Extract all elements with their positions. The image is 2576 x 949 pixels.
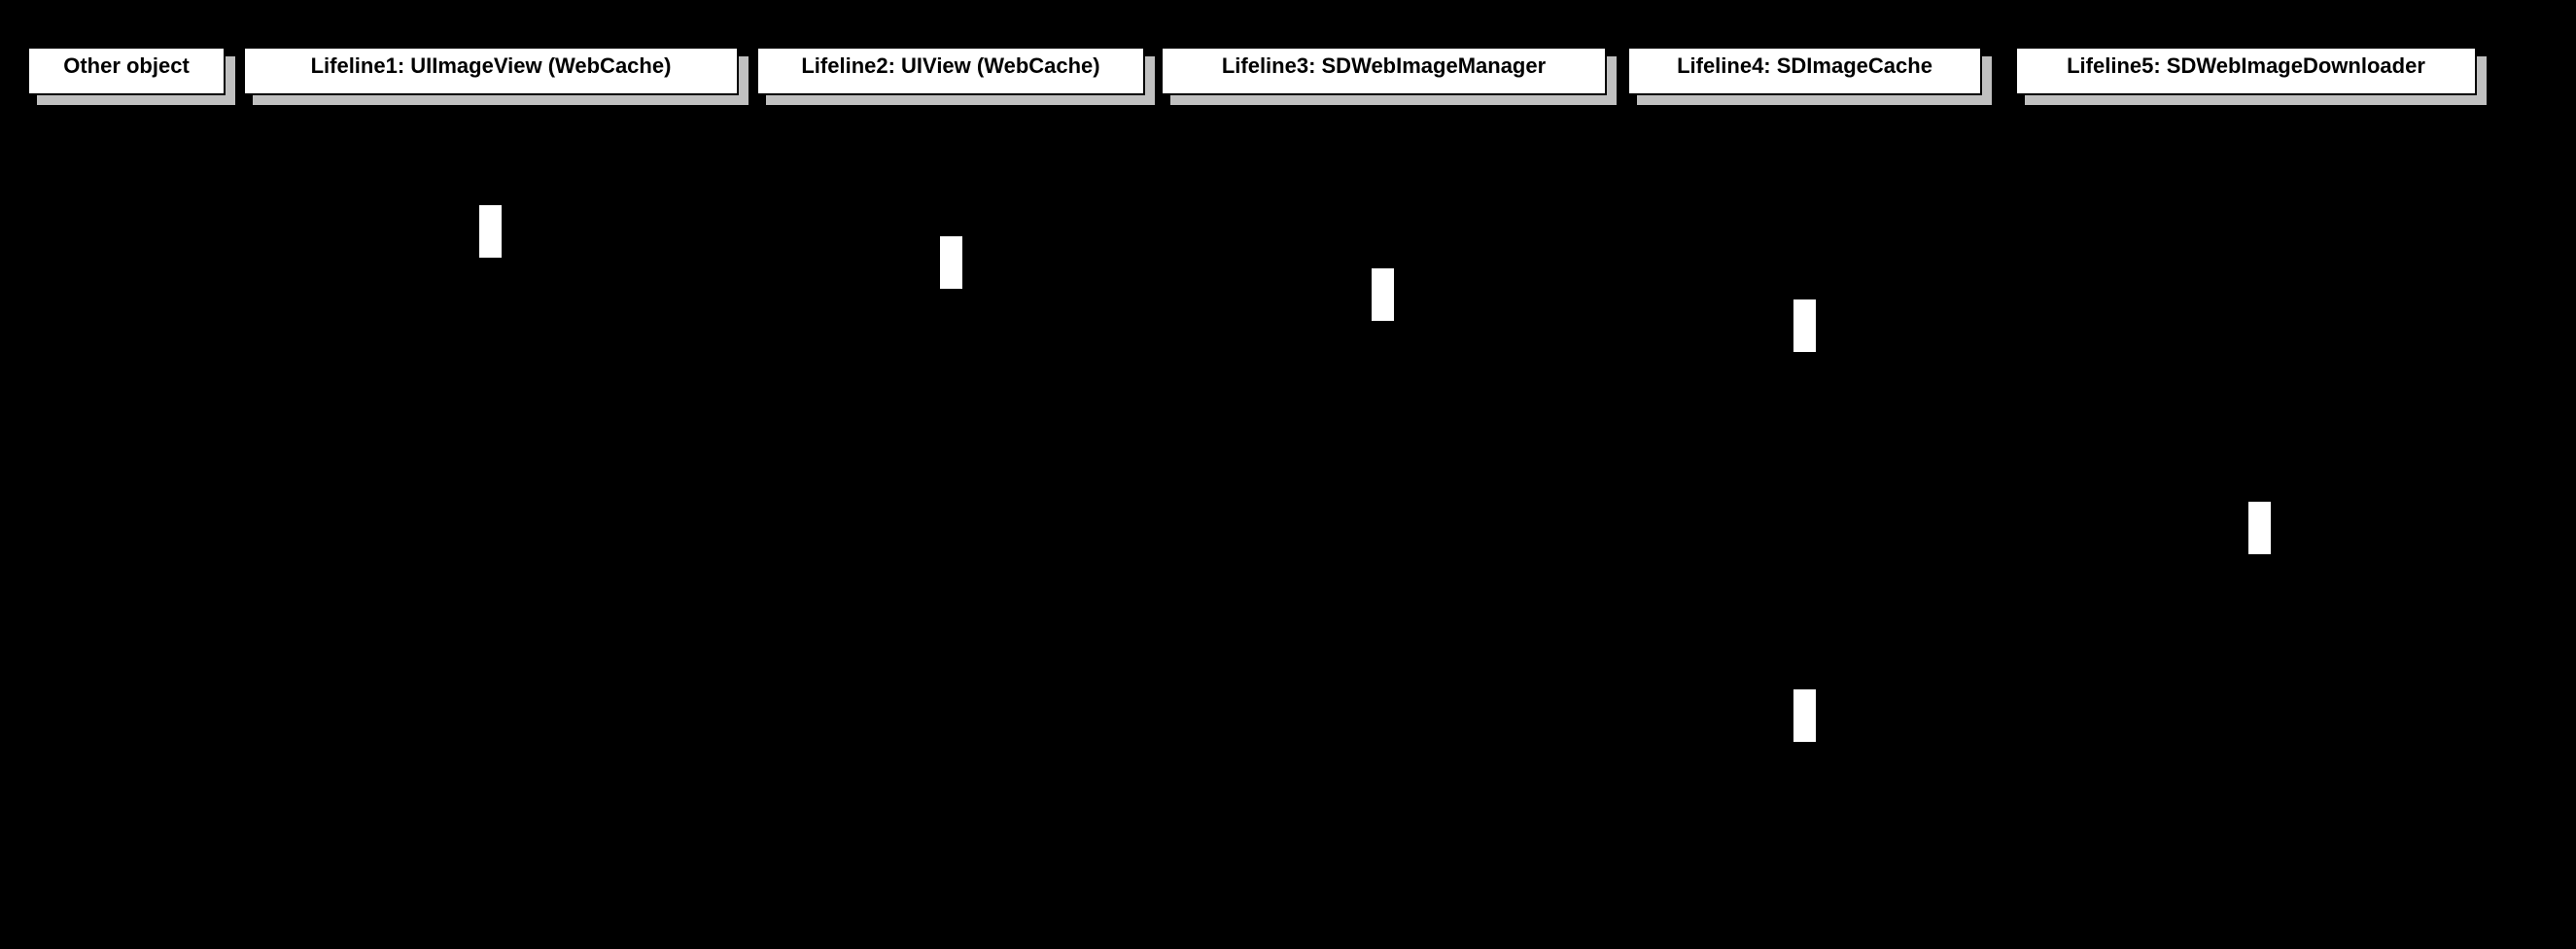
lifeline-head-face: Other object xyxy=(27,47,226,95)
activation-bar-lifeline1[interactable] xyxy=(478,204,503,259)
lifeline-label-other-object: Other object xyxy=(63,53,190,78)
activation-bar-lifeline3[interactable] xyxy=(1371,267,1395,322)
lifeline-head-lifeline1[interactable]: Lifeline1: UIImageView (WebCache) xyxy=(243,47,748,105)
lifeline-stem-lifeline1 xyxy=(490,95,492,949)
lifeline-label-lifeline5: Lifeline5: SDWebImageDownloader xyxy=(2067,53,2425,78)
lifeline-head-face: Lifeline4: SDImageCache xyxy=(1627,47,1982,95)
lifeline-head-face: Lifeline2: UIView (WebCache) xyxy=(756,47,1145,95)
lifeline-stem-lifeline3 xyxy=(1382,95,1384,949)
lifeline-head-face: Lifeline3: SDWebImageManager xyxy=(1161,47,1607,95)
activation-bar-lifeline4-b[interactable] xyxy=(1793,688,1817,743)
lifeline-head-other-object[interactable]: Other object xyxy=(27,47,235,105)
lifeline-label-lifeline1: Lifeline1: UIImageView (WebCache) xyxy=(310,53,672,78)
lifeline-head-lifeline3[interactable]: Lifeline3: SDWebImageManager xyxy=(1161,47,1617,105)
lifeline-head-face: Lifeline5: SDWebImageDownloader xyxy=(2015,47,2477,95)
lifeline-stem-lifeline2 xyxy=(951,95,953,949)
lifeline-head-face: Lifeline1: UIImageView (WebCache) xyxy=(243,47,739,95)
lifeline-label-lifeline4: Lifeline4: SDImageCache xyxy=(1677,53,1932,78)
lifeline-head-lifeline5[interactable]: Lifeline5: SDWebImageDownloader xyxy=(2015,47,2487,105)
lifeline-stem-lifeline4 xyxy=(1804,95,1806,949)
activation-bar-lifeline4-a[interactable] xyxy=(1793,299,1817,353)
lifeline-stem-other-object xyxy=(125,95,127,949)
activation-bar-lifeline5[interactable] xyxy=(2247,501,2272,555)
lifeline-label-lifeline2: Lifeline2: UIView (WebCache) xyxy=(801,53,1100,78)
lifeline-head-lifeline2[interactable]: Lifeline2: UIView (WebCache) xyxy=(756,47,1155,105)
activation-bar-lifeline2[interactable] xyxy=(939,235,963,290)
lifeline-head-lifeline4[interactable]: Lifeline4: SDImageCache xyxy=(1627,47,1992,105)
lifeline-label-lifeline3: Lifeline3: SDWebImageManager xyxy=(1221,53,1547,78)
